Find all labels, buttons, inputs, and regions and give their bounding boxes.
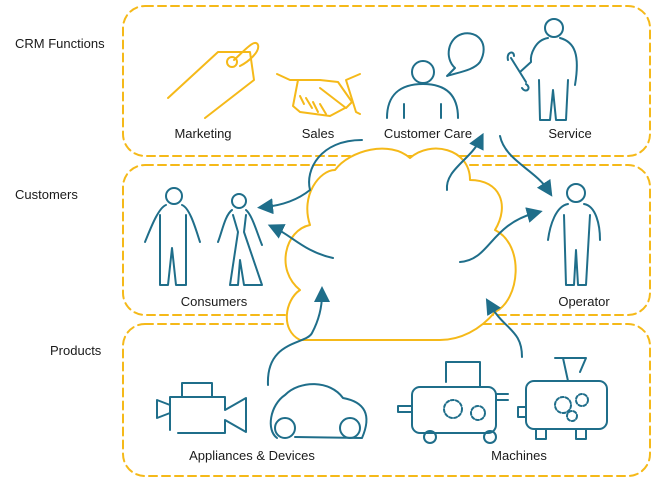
grinder-machine-icon — [517, 357, 608, 440]
row-label-products: Products — [50, 343, 102, 358]
tag-icon — [167, 41, 260, 119]
label-marketing: Marketing — [174, 126, 232, 141]
arrow-care-to-consumers — [257, 139, 363, 215]
handshake-icon — [276, 73, 361, 117]
flow-arrows — [257, 132, 553, 386]
label-customer-care: Customer Care — [383, 126, 473, 141]
label-service: Service — [548, 126, 592, 141]
row-label-crm-functions: CRM Functions — [15, 36, 105, 51]
arrow-service-to-operator — [499, 135, 553, 197]
row-label-customers: Customers — [15, 187, 78, 202]
label-sales: Sales — [301, 126, 335, 141]
car-icon — [269, 383, 368, 439]
consumers-icon — [144, 187, 263, 286]
customer-care-icon — [386, 32, 485, 119]
service-technician-icon — [506, 18, 578, 121]
label-appliances-devices: Appliances & Devices — [189, 448, 315, 463]
arrow-cloud-to-consumers — [267, 224, 334, 259]
arrow-devices-to-cloud — [266, 286, 330, 386]
machine-icon — [397, 361, 509, 444]
operator-icon — [547, 183, 601, 286]
label-consumers: Consumers — [180, 294, 248, 309]
arrow-machines-to-cloud — [485, 298, 523, 358]
label-machines: Machines — [491, 448, 547, 463]
label-operator: Operator — [558, 294, 610, 309]
video-camera-icon — [156, 382, 247, 434]
arrow-cloud-to-care — [445, 132, 484, 191]
arrow-cloud-to-operator — [459, 207, 543, 263]
